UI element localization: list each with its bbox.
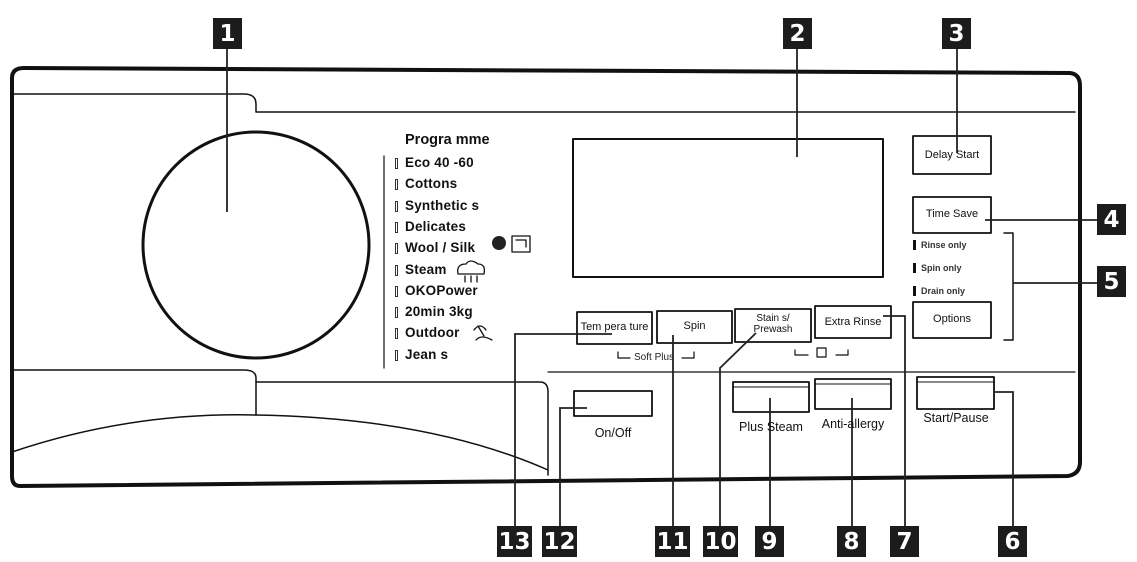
programme-item[interactable]: Outdoor bbox=[405, 325, 460, 341]
extra-rinse-button[interactable]: Extra Rinse bbox=[824, 316, 882, 328]
programme-item[interactable]: Cottons bbox=[405, 176, 458, 192]
led-drain-only: Drain only bbox=[921, 286, 966, 296]
delay-start-button[interactable]: Delay Start bbox=[924, 149, 980, 161]
led-spin-only: Spin only bbox=[921, 263, 962, 273]
programme-item[interactable]: Synthetic s bbox=[405, 197, 480, 213]
led-rinse-only: Rinse only bbox=[921, 240, 967, 250]
stains-label-line1: Stain s/ bbox=[756, 313, 790, 324]
stains-prewash-button[interactable]: Stain s/ Prewash bbox=[735, 313, 811, 335]
panel-outline bbox=[10, 66, 1082, 488]
programme-led bbox=[395, 243, 398, 255]
callout-4: 4 bbox=[1097, 204, 1126, 235]
temperature-button-shape bbox=[576, 311, 653, 345]
callout-6: 6 bbox=[998, 526, 1027, 557]
stains-label-line2: Prewash bbox=[753, 323, 793, 335]
hand-wash-icon bbox=[511, 235, 531, 253]
options-bracket bbox=[1003, 232, 1014, 341]
time-save-button-shape bbox=[912, 196, 992, 234]
child-lock-icon bbox=[816, 347, 827, 358]
programme-led bbox=[395, 158, 398, 169]
callout-13: 13 bbox=[497, 526, 532, 557]
options-button-shape bbox=[912, 301, 992, 339]
programme-led bbox=[395, 264, 398, 276]
programme-item[interactable]: Steam bbox=[405, 261, 447, 277]
leader-6 bbox=[995, 391, 1014, 526]
spin-button[interactable]: Spin bbox=[683, 320, 706, 332]
callout-5: 5 bbox=[1097, 266, 1126, 297]
programme-item[interactable]: 20min 3kg bbox=[405, 304, 473, 320]
programme-led bbox=[395, 349, 398, 361]
callout-10: 10 bbox=[703, 526, 738, 557]
callout-leaders bbox=[226, 49, 1097, 526]
programme-led bbox=[395, 179, 398, 191]
temperature-button[interactable]: Tem pera ture bbox=[580, 321, 649, 333]
start-pause-button-shape bbox=[916, 376, 995, 410]
options-button[interactable]: Options bbox=[933, 313, 971, 325]
plus-steam-button-shape bbox=[732, 381, 810, 413]
programme-heading: Progra mme bbox=[405, 132, 490, 148]
callout-12: 12 bbox=[542, 526, 577, 557]
panel-top-line bbox=[11, 93, 1076, 113]
programme-led bbox=[395, 328, 398, 340]
callout-2: 2 bbox=[783, 18, 812, 49]
programme-item[interactable]: OKOPower bbox=[405, 282, 478, 298]
leader-10 bbox=[719, 332, 757, 526]
extra-rinse-button-shape bbox=[814, 305, 892, 339]
programme-led bbox=[395, 307, 398, 319]
programme-item[interactable]: Eco 40 -60 bbox=[405, 155, 474, 170]
plus-steam-button[interactable]: Plus Steam bbox=[739, 420, 803, 434]
outdoor-icon bbox=[473, 325, 493, 341]
panel-middle-line bbox=[11, 369, 549, 476]
wool-drop-icon bbox=[492, 236, 506, 250]
spin-button-shape bbox=[656, 310, 733, 344]
display-screen bbox=[572, 138, 884, 278]
time-save-button[interactable]: Time Save bbox=[925, 208, 979, 220]
programme-dial bbox=[141, 130, 371, 360]
on-off-button[interactable]: On/Off bbox=[594, 426, 632, 440]
callout-7: 7 bbox=[890, 526, 919, 557]
programme-led bbox=[395, 221, 398, 233]
steam-cloud-icon bbox=[457, 260, 486, 283]
callout-1: 1 bbox=[213, 18, 242, 49]
programme-item[interactable]: Wool / Silk bbox=[405, 240, 476, 256]
callout-9: 9 bbox=[755, 526, 784, 557]
delay-start-button-shape bbox=[912, 135, 992, 175]
callout-8: 8 bbox=[837, 526, 866, 557]
leader-7 bbox=[883, 315, 906, 526]
programme-led bbox=[395, 200, 398, 212]
programme-led bbox=[395, 285, 398, 297]
panel-curve bbox=[11, 414, 549, 471]
callout-3: 3 bbox=[942, 18, 971, 49]
callout-11: 11 bbox=[655, 526, 690, 557]
programme-item[interactable]: Jean s bbox=[405, 346, 449, 362]
on-off-button-shape bbox=[573, 390, 653, 417]
leader-13 bbox=[514, 333, 612, 526]
programme-item[interactable]: Delicates bbox=[405, 218, 467, 234]
anti-allergy-button-shape bbox=[814, 378, 892, 410]
anti-allergy-button[interactable]: Anti-allergy bbox=[821, 417, 885, 431]
leader-12 bbox=[559, 407, 587, 526]
start-pause-button[interactable]: Start/Pause bbox=[923, 411, 989, 425]
soft-plus-label: Soft Plus bbox=[634, 352, 675, 363]
stains-button-shape bbox=[734, 308, 812, 343]
